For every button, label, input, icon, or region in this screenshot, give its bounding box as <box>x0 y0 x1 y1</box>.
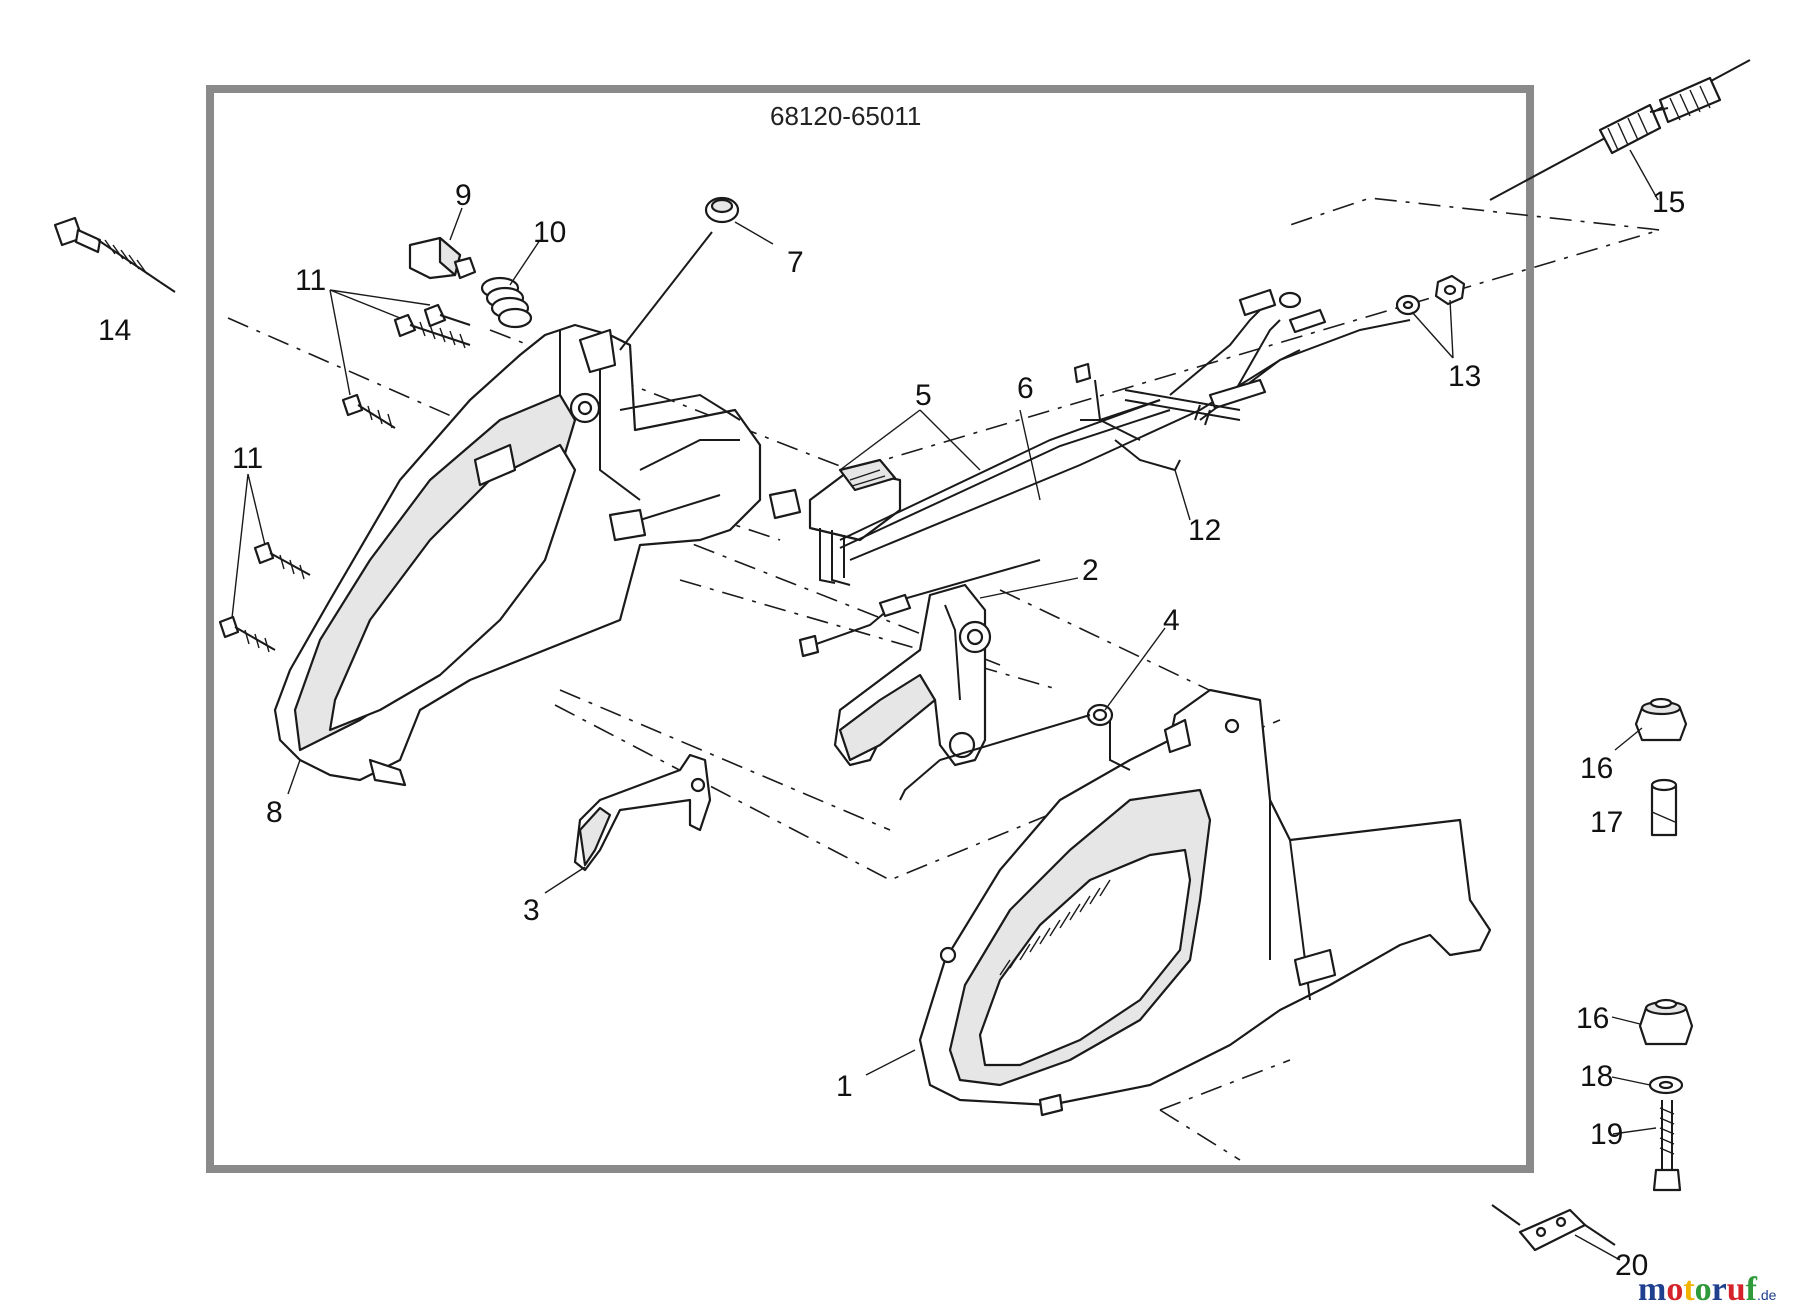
callout-20: 20 <box>1615 1249 1648 1282</box>
callout-9: 9 <box>455 179 472 212</box>
trigger-lever <box>833 583 992 767</box>
button-and-spring <box>408 236 533 329</box>
svg-text:motoruf.de: motoruf.de <box>1638 1271 1777 1308</box>
wm-o2: o <box>1695 1271 1712 1308</box>
nuts-13 <box>1395 274 1466 316</box>
callout-17: 17 <box>1590 806 1623 839</box>
callout-labels: 1 2 3 4 5 6 7 8 9 10 11 11 12 13 14 15 1… <box>98 179 1685 1282</box>
callout-8: 8 <box>266 796 283 829</box>
left-handle-half <box>273 323 802 787</box>
lock-lever <box>573 753 712 872</box>
wm-t: t <box>1683 1271 1695 1308</box>
throttle-cable <box>798 559 1041 658</box>
right-handle-half <box>918 688 1492 1117</box>
callout-13: 13 <box>1448 360 1481 393</box>
wm-m: m <box>1638 1271 1666 1308</box>
coil-spring <box>480 276 533 329</box>
wm-o1: o <box>1666 1271 1683 1308</box>
callout-16-upper: 16 <box>1580 752 1613 785</box>
trigger-spring <box>899 703 1131 801</box>
bolt-14 <box>53 216 176 293</box>
callout-1: 1 <box>836 1070 853 1103</box>
callout-11-upper: 11 <box>295 264 326 297</box>
grommet <box>619 196 740 351</box>
callout-15: 15 <box>1652 186 1685 219</box>
callout-2: 2 <box>1082 554 1099 587</box>
callout-12: 12 <box>1188 514 1221 547</box>
assembly-frame <box>206 85 1534 1173</box>
leader-lines <box>231 149 1676 1261</box>
wm-r: r <box>1712 1271 1727 1308</box>
callout-7: 7 <box>787 246 804 279</box>
callout-5: 5 <box>915 379 932 412</box>
callout-11-lower: 11 <box>232 442 263 475</box>
damper-parts <box>1634 697 1694 1192</box>
fuel-hose-15 <box>1489 59 1751 201</box>
watermark-logo: motoruf.de <box>1638 1271 1777 1308</box>
callout-3: 3 <box>523 894 540 927</box>
callout-10: 10 <box>533 216 566 249</box>
wm-u: u <box>1727 1271 1746 1308</box>
screws-11 <box>218 303 471 653</box>
callout-18: 18 <box>1580 1060 1613 1093</box>
wm-f: f <box>1746 1271 1758 1308</box>
stop-switch <box>808 458 902 586</box>
assembly-part-number: 68120-65011 <box>770 101 921 131</box>
callout-16-lower: 16 <box>1576 1002 1609 1035</box>
callout-19: 19 <box>1590 1118 1623 1151</box>
wire-harness <box>839 288 1411 561</box>
callout-6: 6 <box>1017 372 1034 405</box>
vent-slots <box>999 879 1111 976</box>
wm-suffix: .de <box>1757 1287 1777 1303</box>
callout-14: 14 <box>98 314 131 347</box>
plate-20 <box>1491 1204 1616 1252</box>
callout-4: 4 <box>1163 604 1180 637</box>
